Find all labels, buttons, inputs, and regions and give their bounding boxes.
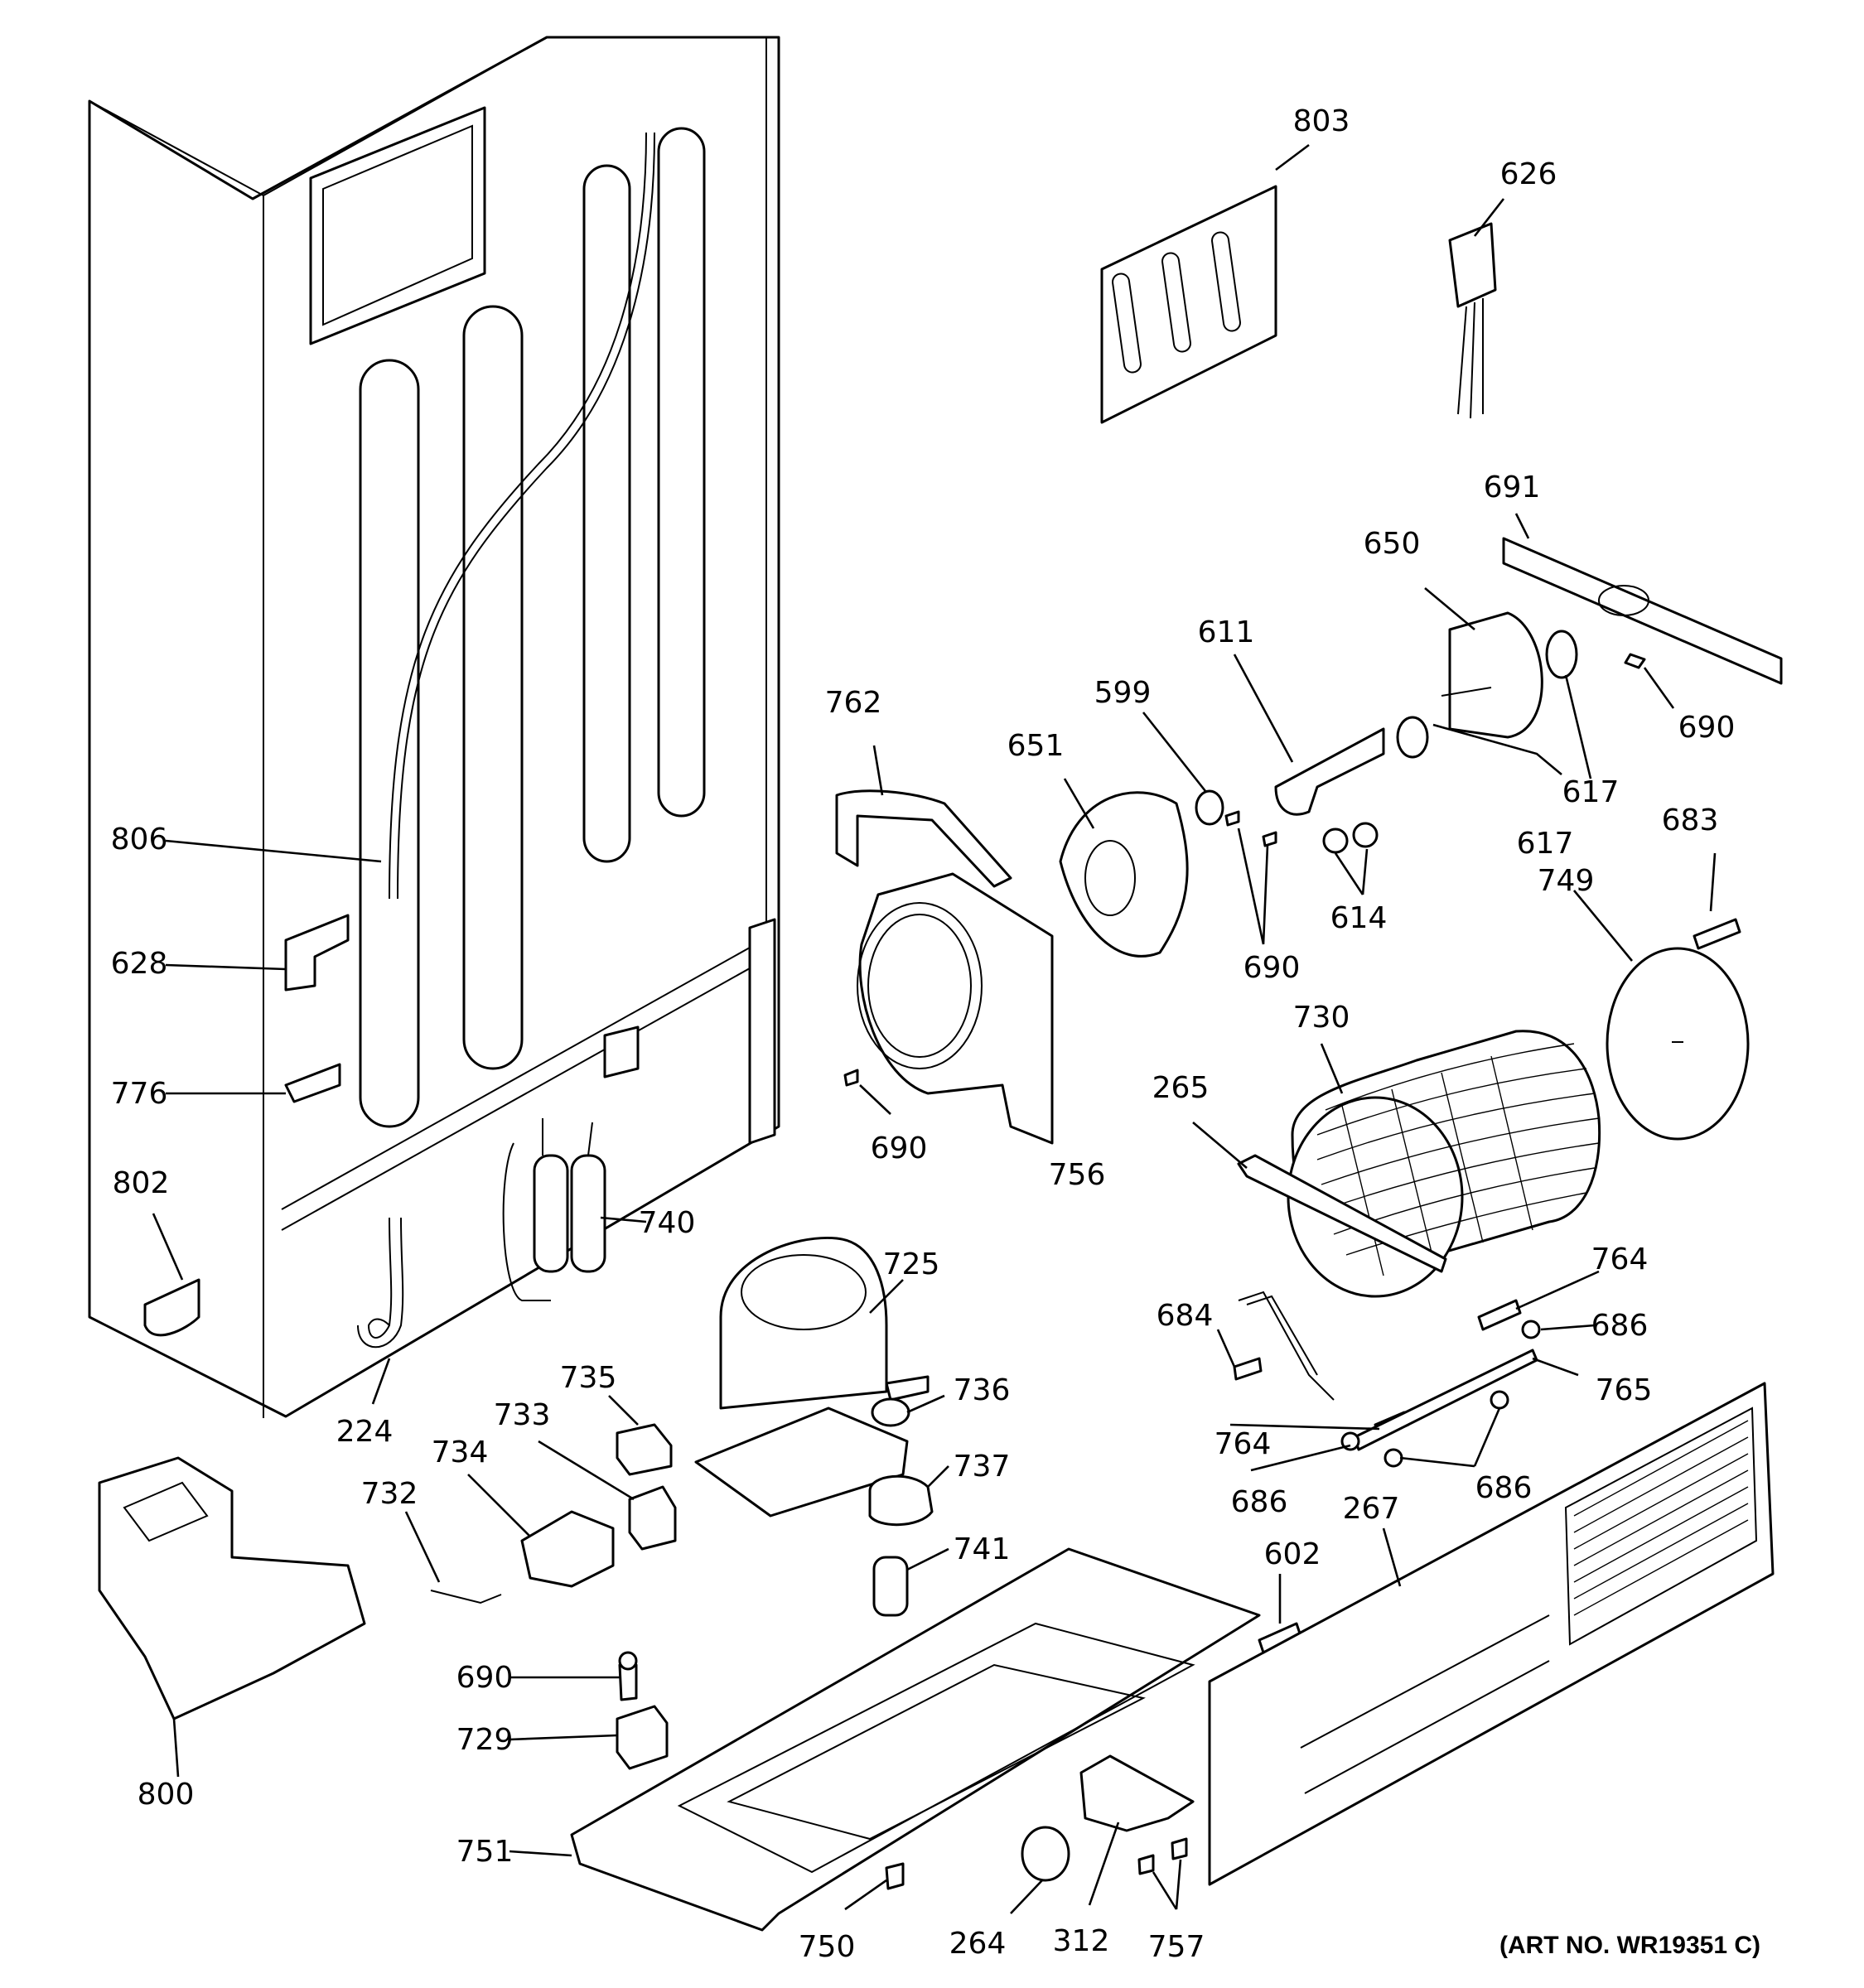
thermostat-626: [1448, 222, 1497, 419]
callout-802: 802: [113, 1166, 170, 1200]
callout-686-lower-right: 686: [1475, 1471, 1533, 1505]
callout-776: 776: [111, 1077, 168, 1111]
callout-751: 751: [456, 1835, 514, 1869]
grommet-617b: [1396, 716, 1429, 759]
callout-626: 626: [1500, 157, 1557, 191]
callout-599: 599: [1094, 676, 1152, 710]
callout-806: 806: [111, 823, 168, 856]
callout-690-mid: 690: [1243, 951, 1301, 985]
callout-764-lower: 764: [1214, 1427, 1272, 1461]
fan-blade-651: [1059, 791, 1189, 958]
screw-690-shroud: [843, 1069, 859, 1087]
callout-683: 683: [1662, 803, 1719, 837]
tube-762: [835, 789, 1012, 888]
overload-735: [616, 1423, 673, 1476]
callout-740: 740: [639, 1206, 696, 1240]
callout-650: 650: [1364, 527, 1421, 561]
screws-757: [1137, 1837, 1188, 1875]
clip-732: [430, 1590, 502, 1604]
fan-motor-650: [1441, 611, 1543, 739]
callout-690-upper: 690: [1678, 711, 1736, 745]
callout-686-upper: 686: [1591, 1309, 1649, 1343]
callout-617-mid: 617: [1517, 827, 1574, 861]
callout-750: 750: [799, 1930, 856, 1964]
callout-614: 614: [1330, 901, 1388, 935]
callout-686-lower-left: 686: [1231, 1485, 1288, 1519]
callout-756: 756: [1049, 1158, 1106, 1192]
callout-762: 762: [825, 686, 882, 720]
drain-tube-224: [357, 1217, 404, 1349]
callout-691: 691: [1484, 470, 1541, 504]
dryer-740: [502, 1118, 606, 1301]
leader-lines: [152, 143, 1717, 1914]
strap-764-upper: [1477, 1299, 1522, 1331]
clip-776: [284, 1063, 341, 1103]
screw-750: [885, 1862, 905, 1890]
callout-730: 730: [1293, 1001, 1350, 1035]
callout-800: 800: [138, 1778, 195, 1812]
cover-plate-803: [1100, 185, 1277, 424]
condenser-coil-730: [1287, 1030, 1601, 1298]
callout-737: 737: [954, 1450, 1011, 1484]
capacitor-734: [520, 1510, 615, 1588]
art-number: (ART NO. WR19351 C): [1499, 1932, 1760, 1959]
callout-732: 732: [361, 1477, 418, 1511]
retainer-599: [1195, 789, 1224, 826]
callout-690-shroud: 690: [871, 1132, 928, 1165]
callout-764-upper: 764: [1591, 1242, 1649, 1276]
roller-bracket-312: [1079, 1754, 1195, 1832]
bracket-691: [1502, 537, 1783, 685]
callout-733: 733: [494, 1398, 551, 1432]
callout-602: 602: [1264, 1537, 1321, 1571]
callout-734: 734: [432, 1436, 489, 1469]
callout-628: 628: [111, 947, 168, 981]
callout-264: 264: [949, 1927, 1007, 1961]
relay-729: [616, 1705, 669, 1770]
callout-736: 736: [954, 1373, 1011, 1407]
fan-shroud-756: [857, 872, 1054, 1145]
relay-733: [628, 1485, 677, 1551]
callout-741: 741: [954, 1532, 1011, 1566]
bracket-611: [1274, 727, 1385, 816]
base-pan-751: [570, 1547, 1261, 1932]
callout-729: 729: [456, 1723, 514, 1757]
clip-628: [284, 914, 350, 992]
cabinet-back-panel: [88, 36, 780, 1418]
bracket-265: [1237, 1154, 1447, 1273]
grommet-617a: [1545, 630, 1578, 679]
callout-735: 735: [560, 1361, 617, 1395]
plug-741: [872, 1556, 909, 1617]
screw-690-lower: [618, 1651, 638, 1701]
callout-765: 765: [1596, 1373, 1653, 1407]
callout-labels: 803 626 691 650 611 599 651 762 617 617 …: [111, 104, 1760, 1964]
roller-264: [1021, 1826, 1070, 1882]
callout-267: 267: [1343, 1492, 1400, 1526]
callout-803: 803: [1293, 104, 1350, 138]
screws-690-mid: [1224, 810, 1277, 847]
grommets-614: [1322, 822, 1379, 854]
callout-224: 224: [336, 1415, 394, 1449]
cover-749: [1606, 947, 1750, 1141]
valve-800: [98, 1456, 366, 1720]
callout-312: 312: [1053, 1924, 1110, 1958]
callout-690-lower: 690: [456, 1661, 514, 1695]
screw-690-upper: [1624, 653, 1646, 669]
grille-267: [1208, 1382, 1775, 1886]
screw-684: [1233, 1357, 1263, 1381]
callout-617-right: 617: [1562, 775, 1620, 809]
callout-725: 725: [883, 1247, 940, 1281]
clip-802: [143, 1278, 200, 1337]
callout-651: 651: [1007, 729, 1065, 763]
callout-611: 611: [1198, 615, 1255, 649]
callout-684: 684: [1157, 1299, 1214, 1333]
grommet-736: [871, 1397, 910, 1427]
screw-683: [1693, 918, 1741, 950]
compressor-725: [694, 1236, 930, 1518]
callout-265: 265: [1152, 1071, 1210, 1105]
callout-749: 749: [1538, 864, 1595, 898]
mount-737: [868, 1474, 934, 1527]
callout-757: 757: [1148, 1930, 1205, 1964]
